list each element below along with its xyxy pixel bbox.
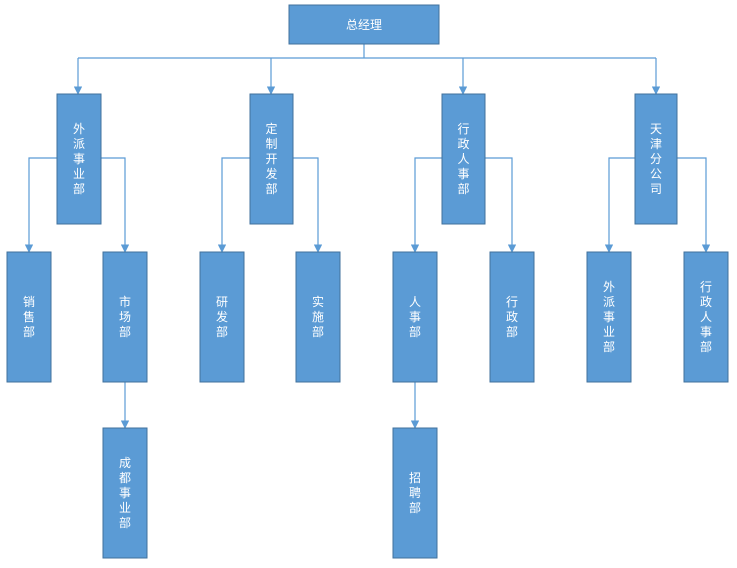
connector-admin-hr-to-hr: [410, 157, 442, 253]
node-unit-chengdu: 成都事业部: [102, 427, 148, 559]
node-unit-research: 研发部: [199, 251, 245, 383]
org-nodes: 总经理 外派事业部 定制开发部 行政人事部 天津分公司 销售部 市场部: [6, 4, 729, 559]
node-label-division-tianjin: 天津分公司: [650, 122, 662, 196]
node-label-division-admin-hr: 行政人事部: [457, 122, 469, 196]
node-unit-recruiting: 招聘部: [392, 427, 438, 559]
node-unit-tj-admin-hr: 行政人事部: [683, 251, 729, 383]
node-label-unit-hr: 人事部: [409, 295, 421, 339]
connector-outsourcing-to-marketing: [101, 157, 130, 253]
connector-custom-dev-to-research: [217, 157, 250, 253]
node-unit-implementation: 实施部: [295, 251, 341, 383]
connector-tianjin-to-admin-hr: [677, 157, 711, 253]
node-label-unit-marketing: 市场部: [119, 294, 131, 339]
node-label-unit-recruiting: 招聘部: [409, 471, 421, 515]
node-division-admin-hr: 行政人事部: [441, 93, 486, 225]
connector-admin-hr-to-administration: [485, 157, 517, 253]
node-label-division-outsourcing: 外派事业部: [73, 122, 85, 196]
connector-lines: [24, 44, 711, 429]
node-unit-marketing: 市场部: [102, 251, 148, 383]
connector-outsourcing-to-sales: [24, 157, 57, 253]
node-unit-sales: 销售部: [6, 251, 52, 383]
node-division-outsourcing: 外派事业部: [56, 93, 102, 225]
node-label-unit-research: 研发部: [216, 295, 228, 339]
node-general-manager: 总经理: [288, 4, 440, 45]
node-label-unit-tj-admin-hr: 行政人事部: [700, 280, 712, 354]
node-division-custom-dev: 定制开发部: [249, 93, 294, 225]
node-unit-hr: 人事部: [392, 251, 438, 383]
node-unit-tj-outsourcing: 外派事业部: [586, 251, 632, 383]
connector-tianjin-to-outsourcing: [604, 157, 635, 253]
connector-gm-bus: [78, 44, 656, 59]
node-division-tianjin: 天津分公司: [634, 93, 678, 225]
node-unit-administration: 行政部: [489, 251, 535, 383]
node-label-division-custom-dev: 定制开发部: [265, 121, 277, 196]
node-label-unit-implementation: 实施部: [312, 294, 324, 339]
node-label-unit-chengdu: 成都事业部: [119, 456, 131, 530]
node-label-general-manager: 总经理: [346, 18, 382, 32]
node-label-unit-administration: 行政部: [506, 295, 518, 339]
connector-custom-dev-to-implementation: [293, 157, 323, 253]
node-label-unit-tj-outsourcing: 外派事业部: [603, 280, 615, 354]
node-box: [288, 4, 440, 45]
node-label-unit-sales: 销售部: [23, 295, 35, 339]
